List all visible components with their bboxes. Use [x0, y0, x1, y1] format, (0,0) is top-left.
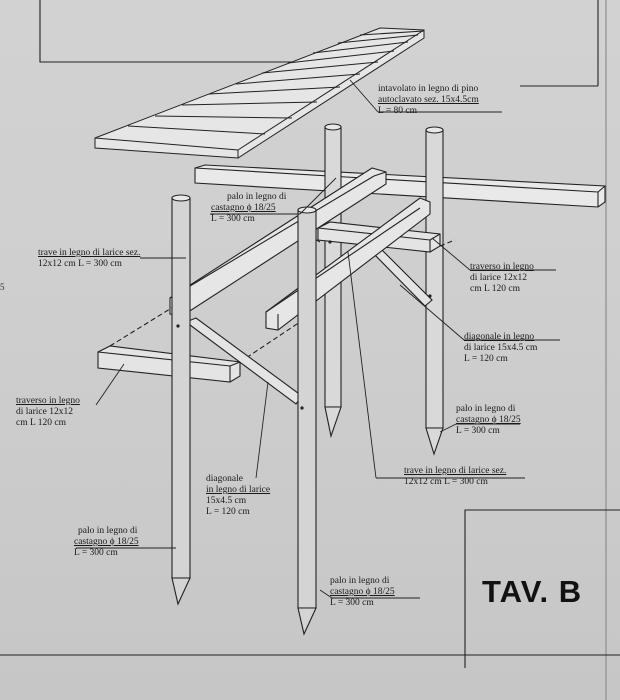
- label-diagonal-right: diagonale in legno di larice 15x4.5 cm L…: [464, 332, 538, 364]
- label-beam-center: trave in legno di larice sez. 12x12 cm L…: [404, 466, 507, 487]
- label-post-right: palo in legno di castagno ϕ 18/25 L = 30…: [456, 404, 521, 436]
- hidden-lines: [109, 233, 456, 363]
- label-diagonal-center: diagonale in legno di larice 15x4.5 cm L…: [206, 474, 271, 517]
- beam-center-long: [265, 197, 431, 331]
- bolt-marks: [176, 240, 432, 410]
- label-traverse-right: traverso in legno di larice 12x12 cm L 1…: [470, 262, 534, 294]
- post-front-center: [297, 206, 317, 636]
- beam-front-long: [169, 167, 387, 317]
- margin-mark: 5: [0, 282, 5, 292]
- label-beam-left: trave in legno di larice sez. 12x12 cm L…: [38, 248, 141, 269]
- beam-back: [194, 164, 606, 208]
- label-post-left: palo in legno di castagno ϕ 18/25 L = 30…: [74, 526, 139, 558]
- diagonal-right: [368, 247, 433, 307]
- post-back-right: [425, 126, 444, 456]
- post-front-left: [171, 194, 191, 606]
- leader-lines: [76, 79, 560, 599]
- traverse-left: [97, 345, 241, 383]
- label-post-top: palo in legno di castagno ϕ 18/25 L = 30…: [211, 192, 287, 224]
- label-traverse-left: traverso in legno di larice 12x12 cm L 1…: [16, 396, 80, 428]
- label-decking: intavolato in legno di pino autoclavato …: [378, 84, 479, 116]
- decking-planks: [94, 27, 425, 159]
- label-post-bottom: palo in legno di castagno ϕ 18/25 L = 30…: [330, 576, 395, 608]
- sheet-title: TAV. B: [482, 574, 583, 609]
